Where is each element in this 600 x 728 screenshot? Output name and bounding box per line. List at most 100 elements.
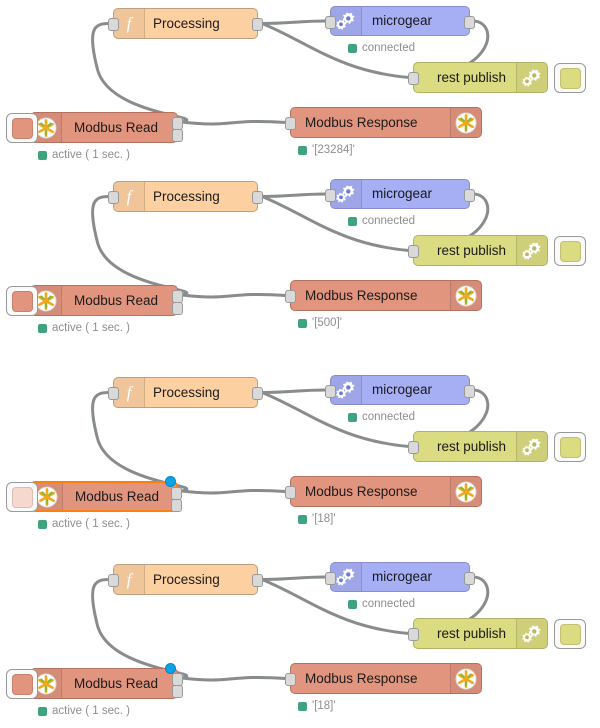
modbus-read-button-pad-swatch	[11, 117, 33, 139]
node-processing-port-out[interactable]	[252, 574, 263, 587]
node-modbus-read[interactable]: Modbus Read	[30, 668, 183, 699]
wire-processing-to-microgear	[260, 192, 328, 198]
modbus-asterisk-icon	[455, 112, 477, 133]
modbus-read-status-text: active ( 1 sec. )	[52, 149, 130, 161]
modbus-read-button-pad[interactable]	[6, 286, 38, 316]
modbus-asterisk-icon	[455, 481, 477, 502]
svg-text:f: f	[127, 188, 134, 206]
node-microgear[interactable]: microgear	[325, 562, 475, 592]
node-rest-publish-port-in[interactable]	[408, 245, 419, 258]
microgear-gear-icon	[336, 381, 355, 399]
node-rest-publish[interactable]: rest publish	[408, 62, 548, 93]
node-rest-publish-label: rest publish	[436, 625, 506, 641]
modbus-asterisk-icon-container	[450, 664, 481, 693]
node-rest-publish-port-in[interactable]	[408, 441, 419, 454]
node-rest-publish-port-in[interactable]	[408, 628, 419, 641]
node-processing-port-in[interactable]	[108, 18, 119, 31]
node-rest-publish[interactable]: rest publish	[408, 431, 548, 462]
node-modbus-response-port-in[interactable]	[285, 486, 296, 499]
modbus-response-status-text: '[23284]'	[312, 144, 355, 156]
microgear-status-text: connected	[362, 598, 416, 610]
node-rest-publish-port-in[interactable]	[408, 72, 419, 85]
node-processing-port-out[interactable]	[252, 18, 263, 31]
node-modbus-response-port-in[interactable]	[285, 290, 296, 303]
node-microgear-port-in[interactable]	[325, 384, 336, 398]
node-processing-port-in[interactable]	[108, 387, 119, 400]
modbus-read-button-pad-swatch	[11, 486, 33, 508]
function-f-icon: f	[127, 384, 134, 402]
node-processing-port-in[interactable]	[108, 574, 119, 587]
node-modbus-read[interactable]: Modbus Read	[30, 112, 183, 143]
node-microgear[interactable]: microgear	[325, 6, 475, 36]
node-microgear-port-in[interactable]	[325, 571, 336, 585]
node-modbus-response-label: Modbus Response	[305, 114, 418, 130]
microgear-gear-icon	[336, 12, 355, 30]
node-rest-publish[interactable]: rest publish	[408, 618, 548, 649]
node-modbus-response-label: Modbus Response	[305, 483, 418, 499]
node-processing[interactable]: f Processing	[108, 8, 263, 39]
rest-publish-button-pad-swatch	[559, 623, 581, 645]
node-microgear-port-out[interactable]	[464, 15, 475, 29]
node-rest-publish[interactable]: rest publish	[408, 235, 548, 266]
microgear-gear-icon-container	[516, 619, 547, 648]
node-modbus-read-port-out-1[interactable]	[172, 302, 183, 315]
node-microgear[interactable]: microgear	[325, 179, 475, 209]
microgear-gear-icon	[522, 625, 541, 642]
node-modbus-response-port-in[interactable]	[285, 673, 296, 686]
node-modbus-read-label: Modbus Read	[74, 292, 159, 308]
node-modbus-read-port-out-1[interactable]	[172, 129, 183, 142]
modbus-read-button-pad[interactable]	[6, 113, 38, 143]
node-processing-port-in[interactable]	[108, 191, 119, 204]
wire-processing-to-microgear	[260, 575, 328, 581]
wire-modbusread-to-modbusresponse	[180, 675, 288, 682]
modbus-read-button-pad[interactable]	[6, 669, 38, 699]
modbus-response-status-text: '[18]'	[312, 700, 336, 712]
modbus-asterisk-icon	[35, 290, 57, 311]
rest-publish-button-pad[interactable]	[554, 236, 586, 266]
node-processing-port-out[interactable]	[252, 191, 263, 204]
svg-text:f: f	[127, 15, 134, 33]
modbus-read-button-pad-swatch	[11, 290, 33, 312]
status-dot	[38, 520, 47, 530]
node-microgear[interactable]: microgear	[325, 375, 475, 405]
node-microgear-port-out[interactable]	[464, 188, 475, 202]
modbus-asterisk-icon-container	[450, 477, 481, 506]
modbus-read-button-pad[interactable]	[6, 482, 38, 512]
node-modbus-response[interactable]: Modbus Response	[285, 476, 482, 507]
node-microgear-port-in[interactable]	[325, 188, 336, 202]
microgear-gear-icon-container	[516, 63, 547, 92]
node-modbus-response-label: Modbus Response	[305, 670, 418, 686]
node-processing-port-out[interactable]	[252, 387, 263, 400]
node-rest-publish-label: rest publish	[436, 438, 506, 454]
node-modbus-read-port-out-1[interactable]	[171, 499, 182, 512]
node-microgear-label: microgear	[372, 382, 433, 398]
node-modbus-read-port-out-1[interactable]	[172, 685, 183, 698]
node-microgear-port-out[interactable]	[464, 384, 475, 398]
node-processing-label: Processing	[153, 15, 220, 31]
function-f-icon-container: f	[114, 182, 145, 211]
node-modbus-response[interactable]: Modbus Response	[285, 107, 482, 138]
microgear-gear-icon-container	[516, 432, 547, 461]
node-modbus-response[interactable]: Modbus Response	[285, 280, 482, 311]
node-modbus-read[interactable]: Modbus Read	[30, 285, 183, 316]
node-microgear-port-out[interactable]	[464, 571, 475, 585]
rest-publish-button-pad[interactable]	[554, 63, 586, 93]
status-dot	[348, 413, 357, 423]
rest-publish-button-pad-swatch	[559, 67, 581, 89]
rest-publish-button-pad[interactable]	[554, 432, 586, 462]
microgear-gear-icon	[522, 69, 541, 86]
node-microgear-label: microgear	[372, 13, 433, 29]
node-modbus-response[interactable]: Modbus Response	[285, 663, 482, 694]
modbus-asterisk-icon	[455, 285, 477, 306]
node-modbus-read[interactable]: Modbus Read	[30, 481, 182, 512]
status-dot	[298, 319, 307, 329]
node-modbus-response-port-in[interactable]	[285, 117, 296, 130]
svg-text:f: f	[127, 384, 134, 402]
rest-publish-button-pad[interactable]	[554, 619, 586, 649]
node-microgear-port-in[interactable]	[325, 15, 336, 29]
microgear-gear-icon-container	[331, 7, 362, 35]
